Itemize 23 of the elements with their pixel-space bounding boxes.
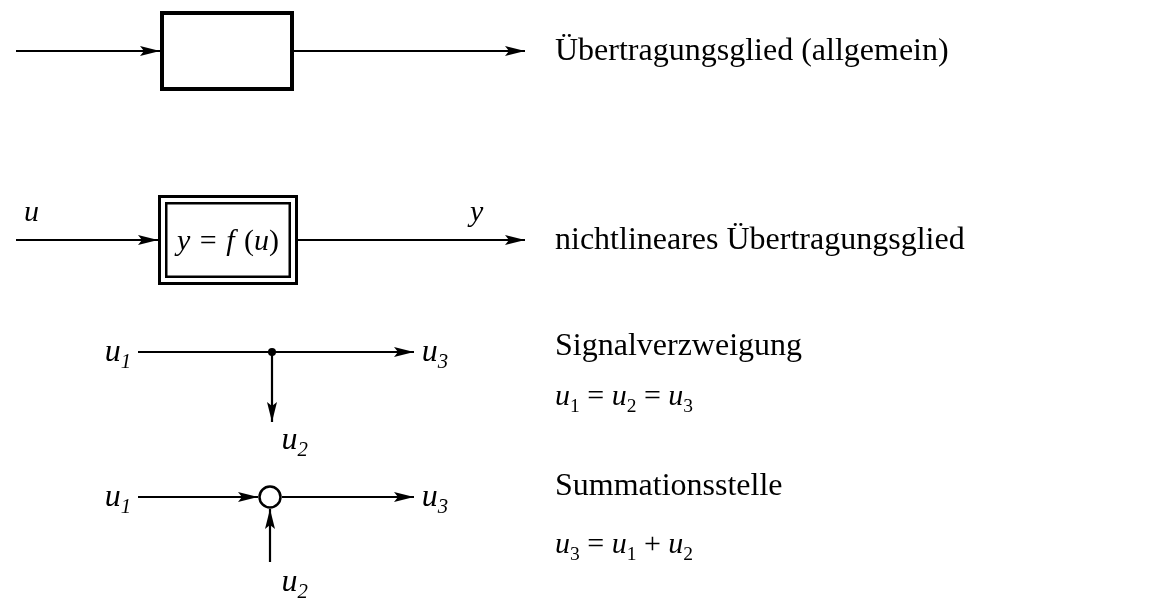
description: nichtlineares Übertragungsglied [555, 221, 965, 257]
signal-label: u$_{2}$ [262, 562, 308, 602]
signal-label: u$_{1}$ [98, 336, 138, 370]
signal-label: u$_{2}$ [262, 422, 308, 462]
nonlinear-block: y = f (u) [158, 195, 298, 285]
arrow [265, 509, 275, 562]
equation: u$_{3}$ = u$_{1}$ + u$_{2}$ [555, 526, 694, 565]
arrow [138, 492, 258, 502]
arrow [294, 46, 525, 56]
arrow [298, 235, 525, 245]
description: Summationsstelle [555, 467, 783, 503]
arrow [16, 46, 160, 56]
signal-label: u$_{3}$ [414, 481, 456, 515]
description: Übertragungsglied (allgemein) [555, 32, 949, 68]
block-box [160, 11, 294, 91]
description: Signalverzweigung [555, 327, 803, 363]
arrow [138, 350, 277, 422]
arrow [282, 492, 414, 502]
equation: u$_{1}$ = u$_{2}$ = u$_{3}$ [555, 378, 694, 417]
arrow [16, 235, 158, 245]
signal-label: u$_{3}$ [414, 336, 456, 370]
summing-junction [258, 485, 282, 509]
signal-label: u$_{1}$ [98, 481, 138, 515]
